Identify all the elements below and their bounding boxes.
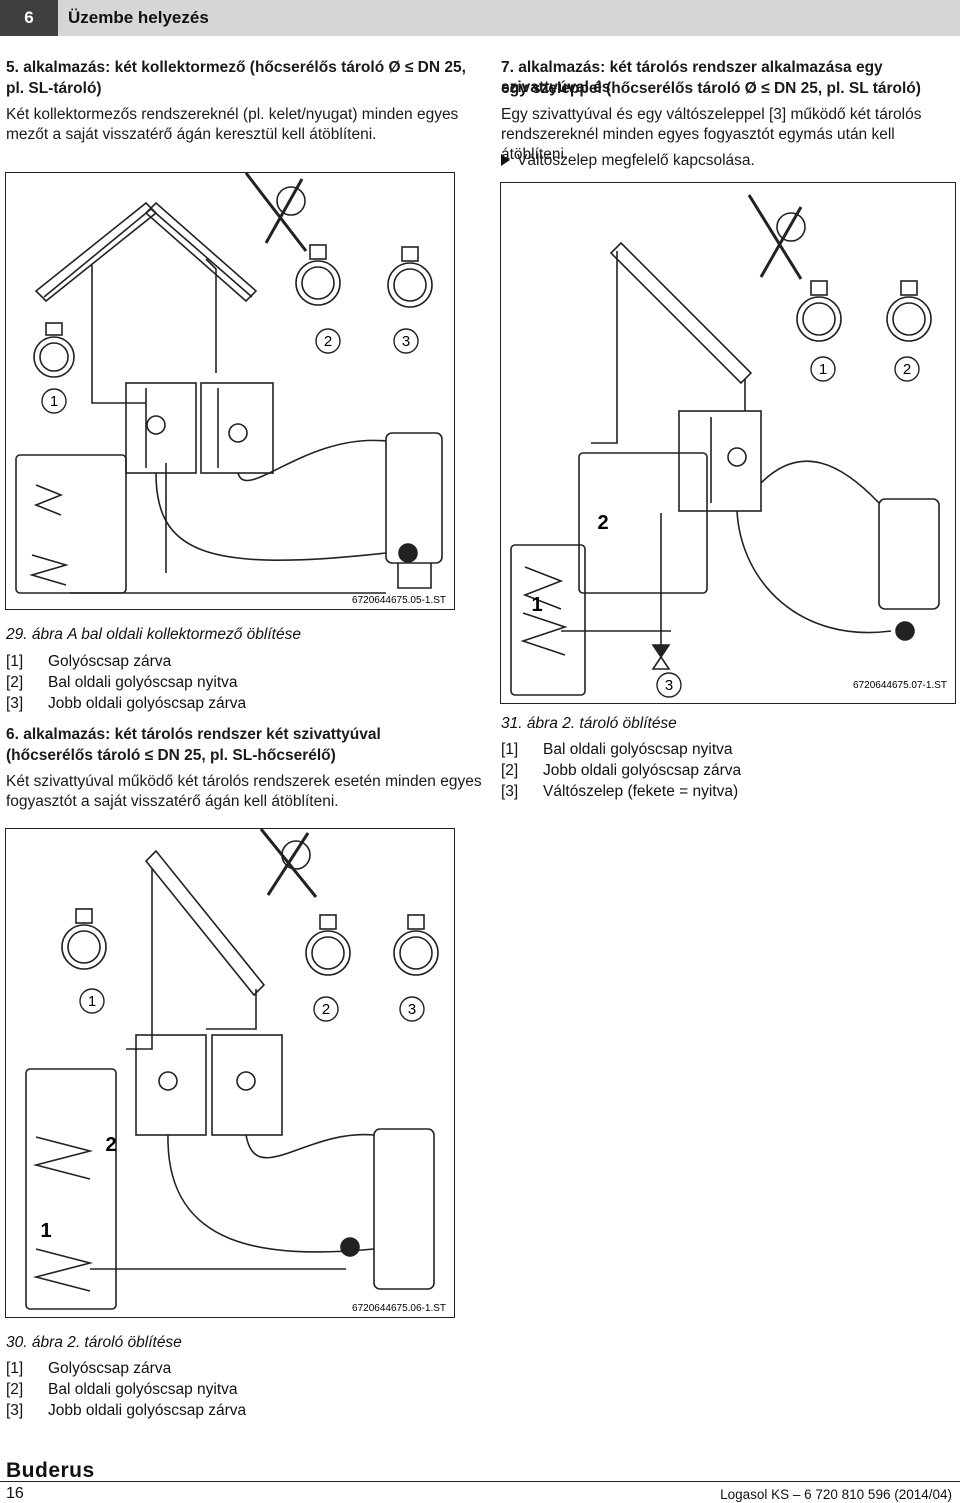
- fig29-label-3: 3: [402, 333, 410, 350]
- figure-31-legend: [1]Bal oldali golyóscsap nyitva [2]Jobb …: [501, 739, 741, 802]
- figure-31-caption: 31. ábra 2. tároló öblítése: [501, 713, 677, 734]
- figure-30-caption: 30. ábra 2. tároló öblítése: [6, 1332, 182, 1353]
- legend-item: [3]Váltószelep (fekete = nyitva): [501, 783, 739, 800]
- fig31-label-2: 2: [903, 361, 911, 378]
- gauge-1-dial: [33, 336, 75, 378]
- figure-29: 2 3 1 6720644675.05-1.ST: [5, 172, 455, 610]
- storage-tank-1: [510, 544, 586, 696]
- flush-container: [373, 1128, 435, 1290]
- pump-station-right: [211, 1034, 283, 1136]
- header-bar: [58, 0, 960, 36]
- gauge-1-dial: [796, 296, 842, 342]
- storage-tank-2: [578, 452, 708, 594]
- gauge-3-dial: [387, 262, 433, 308]
- fig29-code: 6720644675.05-1.ST: [352, 595, 446, 606]
- legend-item: [2]Jobb oldali golyóscsap zárva: [501, 762, 742, 779]
- step-arrow-icon: [501, 154, 510, 166]
- legend-item: [3]Jobb oldali golyóscsap zárva: [6, 1402, 247, 1419]
- gauge-2-dial: [295, 260, 341, 306]
- storage-tank: [25, 1068, 117, 1310]
- chapter-title: Üzembe helyezés: [68, 8, 209, 27]
- pump-station-left: [135, 1034, 207, 1136]
- fig29-caption-text: A bal oldali kollektormező öblítése: [67, 626, 301, 643]
- step-instruction: Váltószelep megfelelő kapcsolása.: [501, 151, 755, 171]
- app6-body-1: Két szivattyúval működő két tárolós rend…: [6, 773, 482, 790]
- legend-item: [1]Bal oldali golyóscsap nyitva: [501, 741, 733, 758]
- fig31-tank-label-1: 1: [531, 594, 542, 616]
- pump-station-left: [125, 382, 197, 474]
- figure-31: 1 2 2 1 3 6720644675.07-1.ST: [500, 182, 956, 704]
- fig30-label-3: 3: [408, 1001, 416, 1018]
- chapter-number: 6: [0, 0, 58, 36]
- app6-body-2: fogyasztót a saját visszatérő ágán kell …: [6, 793, 339, 810]
- legend-item: [1]Golyóscsap zárva: [6, 653, 172, 670]
- gauge-2-dial: [886, 296, 932, 342]
- gauge-3-dial: [393, 930, 439, 976]
- fig29-label-2: 2: [324, 333, 332, 350]
- fig31-label-3: 3: [665, 677, 673, 694]
- legend-item: [1]Golyóscsap zárva: [6, 1360, 172, 1377]
- figure-29-diagram: 2 3 1 6720644675.05-1.ST: [15, 172, 446, 606]
- fig31-number: 31. ábra: [501, 715, 558, 732]
- app7-body-1: Egy szivattyúval és egy váltószeleppel […: [501, 106, 922, 123]
- gauge-2-dial: [305, 930, 351, 976]
- gauge-1-dial: [61, 924, 107, 970]
- fig30-number: 30. ábra: [6, 1334, 63, 1351]
- flush-container: [878, 498, 940, 610]
- page-number: 16: [6, 1485, 24, 1502]
- figure-30-diagram: 1 2 3 2 1 6720644675.06-1.ST: [25, 828, 446, 1314]
- figure-30: 1 2 3 2 1 6720644675.06-1.ST: [5, 828, 455, 1318]
- legend-item: [3]Jobb oldali golyóscsap zárva: [6, 695, 247, 712]
- brand-logo: Buderus: [6, 1459, 95, 1482]
- flush-container: [385, 432, 443, 564]
- app5-body-1: Két kollektormezős rendszereknél (pl. ke…: [6, 106, 459, 123]
- figure-29-legend: [1]Golyóscsap zárva [2]Bal oldali golyós…: [6, 651, 246, 714]
- app7-title-1: 7. alkalmazás: két tárolós rendszer alka…: [501, 59, 883, 96]
- fig31-tank-label-2: 2: [597, 512, 608, 534]
- fig29-number: 29. ábra: [6, 626, 63, 643]
- fig31-code: 6720644675.07-1.ST: [853, 680, 947, 691]
- legend-item: [2]Bal oldali golyóscsap nyitva: [6, 1381, 238, 1398]
- fig29-label-1: 1: [50, 393, 58, 410]
- pump-station-right: [200, 382, 274, 474]
- app6-title-1: 6. alkalmazás: két tárolós rendszer két …: [6, 726, 381, 743]
- fig31-caption-text: 2. tároló öblítése: [562, 715, 677, 732]
- legend-item: [2]Bal oldali golyóscsap nyitva: [6, 674, 238, 691]
- fig31-label-1: 1: [819, 361, 827, 378]
- footer-rule: [0, 1481, 960, 1482]
- collector-left: [34, 201, 158, 303]
- app6-title-2: (hőcserélős tároló ≤ DN 25, pl. SL-hőcse…: [6, 747, 336, 764]
- figure-30-legend: [1]Golyóscsap zárva [2]Bal oldali golyós…: [6, 1358, 246, 1421]
- app5-title-1: 5. alkalmazás: két kollektormező (hőcser…: [6, 59, 466, 76]
- fig30-caption-text: 2. tároló öblítése: [67, 1334, 182, 1351]
- app5-title-2: pl. SL-tároló): [6, 80, 102, 97]
- document-code: Logasol KS – 6 720 810 596 (2014/04): [720, 1487, 952, 1502]
- app5-body-2: mezőt a saját visszatérő ágán keresztül …: [6, 126, 377, 143]
- collector: [144, 849, 266, 997]
- fig30-tank-label-2: 2: [105, 1134, 116, 1156]
- app7-title-2: egy szeleppel (hőcserélős tároló Ø ≤ DN …: [501, 80, 921, 97]
- figure-29-caption: 29. ábra A bal oldali kollektormező öblí…: [6, 624, 301, 645]
- app7-body-2: rendszereknél minden egyes fogyasztót eg…: [501, 126, 895, 163]
- fig30-label-1: 1: [88, 993, 96, 1010]
- fig30-code: 6720644675.06-1.ST: [352, 1303, 446, 1314]
- figure-31-diagram: 1 2 2 1 3 6720644675.07-1.ST: [510, 194, 947, 698]
- pump-station: [678, 410, 762, 512]
- storage-tank: [15, 454, 127, 594]
- collector: [609, 241, 753, 385]
- fig30-label-2: 2: [322, 1001, 330, 1018]
- fig30-tank-label-1: 1: [40, 1220, 51, 1242]
